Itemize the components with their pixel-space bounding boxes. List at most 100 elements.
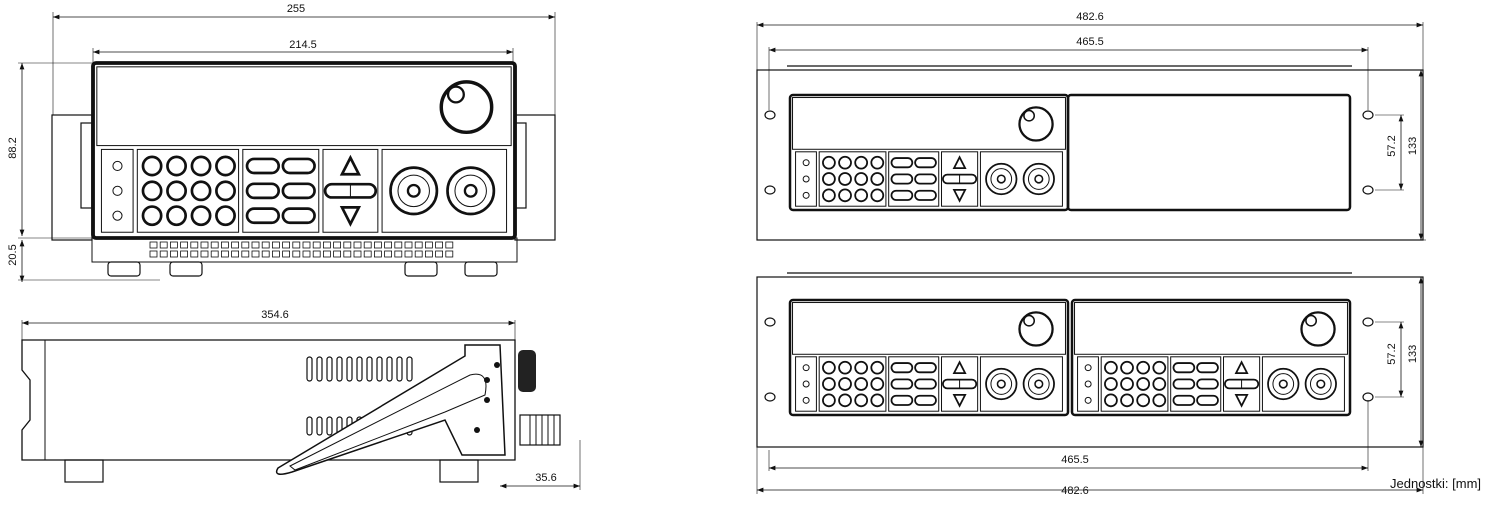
vent-slot bbox=[159, 241, 168, 249]
keypad-key bbox=[1152, 360, 1167, 375]
vent-slot bbox=[312, 250, 321, 258]
vent-slot bbox=[292, 250, 301, 258]
keypad-key bbox=[1152, 393, 1167, 408]
vent-slot bbox=[404, 250, 413, 258]
keypad-key bbox=[838, 360, 852, 375]
keypad-key bbox=[190, 205, 212, 227]
vent-slot bbox=[210, 250, 219, 258]
vent-slot bbox=[220, 250, 229, 258]
chassis-outline bbox=[21, 339, 516, 461]
keypad-key bbox=[1104, 393, 1118, 408]
keypad-key bbox=[215, 205, 236, 227]
mounting-hole bbox=[1362, 392, 1374, 402]
dim-rack2-inner-width: 465.5 bbox=[1061, 454, 1089, 466]
side-vent bbox=[316, 356, 323, 382]
vent-slot bbox=[271, 250, 280, 258]
vent-slot bbox=[445, 241, 454, 249]
vent-slot bbox=[200, 250, 209, 258]
function-key bbox=[914, 189, 937, 201]
mounting-hole bbox=[1362, 317, 1374, 327]
keypad-key bbox=[870, 172, 885, 186]
vent-slot bbox=[261, 250, 270, 258]
panel-section bbox=[322, 148, 379, 233]
side-vent bbox=[366, 356, 373, 382]
side-foot bbox=[439, 459, 479, 483]
vent-slot bbox=[343, 250, 352, 258]
foot bbox=[107, 261, 141, 277]
status-led bbox=[112, 160, 123, 172]
keypad-key bbox=[166, 205, 188, 227]
vent-slot bbox=[220, 241, 229, 249]
terminal-ring bbox=[1309, 373, 1332, 395]
panel-section bbox=[888, 356, 940, 412]
function-key bbox=[890, 394, 914, 406]
vent-slot bbox=[210, 241, 219, 249]
side-vent bbox=[376, 356, 383, 382]
vent-slot bbox=[282, 250, 291, 258]
function-key bbox=[914, 394, 937, 406]
keypad-key bbox=[854, 360, 869, 375]
keypad-key bbox=[870, 393, 885, 408]
keypad-key bbox=[166, 155, 188, 177]
vent-slot bbox=[200, 241, 209, 249]
side-terminal bbox=[519, 414, 561, 446]
vent-slot bbox=[333, 241, 342, 249]
terminal-post bbox=[1304, 367, 1337, 401]
keypad-key bbox=[822, 188, 836, 203]
terminal-ring bbox=[990, 373, 1013, 395]
knob-dimple bbox=[1305, 314, 1318, 327]
dim-rack1-overall-width: 482.6 bbox=[1076, 11, 1104, 23]
keypad-key bbox=[141, 155, 163, 177]
function-key bbox=[914, 157, 937, 169]
side-vent bbox=[326, 416, 333, 436]
vent-slot bbox=[302, 250, 311, 258]
status-led bbox=[112, 185, 123, 196]
rotary-knob bbox=[1018, 311, 1054, 347]
vent-slot bbox=[241, 250, 250, 258]
function-key bbox=[890, 362, 914, 374]
keypad-key bbox=[822, 172, 836, 186]
keypad-key bbox=[838, 172, 852, 186]
function-key bbox=[890, 173, 914, 185]
vent-slot bbox=[373, 241, 382, 249]
side-vent bbox=[326, 356, 333, 382]
keypad-key bbox=[870, 188, 885, 203]
vent-slot bbox=[435, 241, 444, 249]
vent-slot bbox=[353, 250, 362, 258]
display-window bbox=[1074, 302, 1348, 355]
terminal-hole bbox=[1034, 379, 1044, 389]
status-led bbox=[1084, 364, 1092, 372]
vent-slot bbox=[363, 250, 372, 258]
dim-rack2-overall-width: 482.6 bbox=[1061, 485, 1089, 497]
keypad-key bbox=[1136, 377, 1151, 391]
function-key bbox=[281, 157, 316, 175]
vent-slot bbox=[159, 250, 168, 258]
status-led bbox=[802, 159, 810, 167]
vent-slot bbox=[445, 250, 454, 258]
terminal-ring bbox=[1272, 373, 1295, 395]
terminal-post bbox=[1022, 367, 1055, 401]
panel-section bbox=[1223, 356, 1261, 412]
panel-frame bbox=[91, 61, 517, 240]
vent-slot bbox=[353, 241, 362, 249]
rack-instrument-right bbox=[1070, 298, 1352, 417]
panel-section bbox=[381, 148, 508, 233]
keypad-key bbox=[1104, 360, 1118, 375]
terminal-hole bbox=[1034, 174, 1044, 184]
function-key bbox=[1196, 378, 1219, 390]
panel-section bbox=[795, 356, 817, 412]
foot bbox=[169, 261, 203, 277]
keypad-key bbox=[822, 377, 836, 391]
status-led bbox=[802, 396, 810, 404]
terminal-ring bbox=[990, 168, 1013, 190]
terminal-ring bbox=[454, 174, 487, 208]
function-key bbox=[1172, 394, 1196, 406]
panel-section bbox=[100, 148, 134, 233]
side-vent bbox=[306, 416, 313, 436]
keypad-key bbox=[1120, 377, 1134, 391]
mounting-hole bbox=[764, 392, 776, 402]
foot bbox=[464, 261, 498, 277]
side-vent bbox=[336, 356, 343, 382]
arrow-up-key bbox=[339, 154, 362, 176]
